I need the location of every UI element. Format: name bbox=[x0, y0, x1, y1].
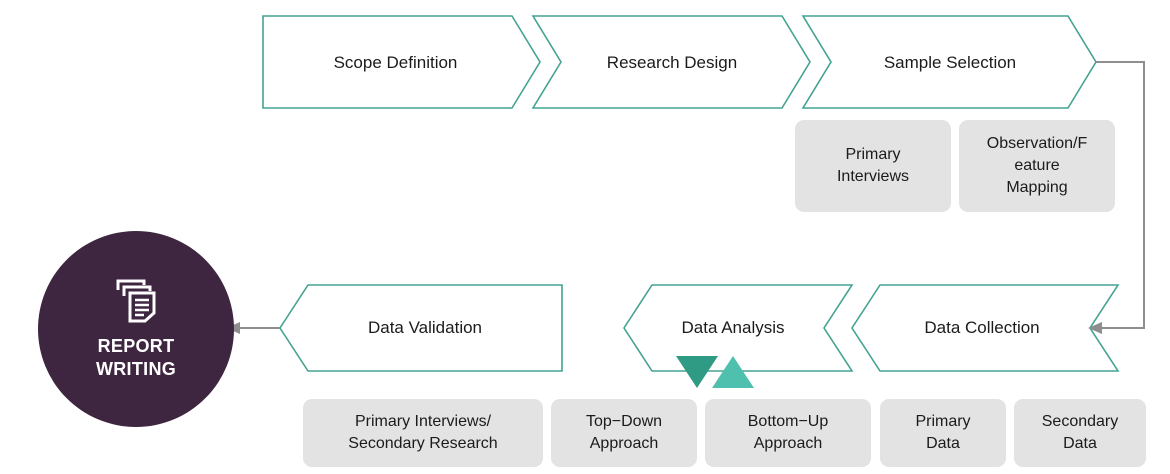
chevron-top-3[interactable] bbox=[801, 15, 1097, 109]
sub-box-line: Data bbox=[926, 435, 960, 452]
report-writing-label-line1: REPORT bbox=[97, 336, 175, 356]
documents-icon bbox=[116, 279, 156, 323]
sub-box-line: Data bbox=[1063, 435, 1097, 452]
report-writing-label: REPORT WRITING bbox=[96, 335, 176, 381]
sub-box-line: Primary bbox=[915, 413, 971, 430]
sub-box-secondary-data[interactable]: Secondary Data bbox=[1014, 399, 1146, 467]
sub-box-line: Observation/F bbox=[986, 135, 1088, 152]
sub-box-line: Approach bbox=[589, 435, 659, 452]
sub-box-primary-interviews-secondary-research[interactable]: Primary Interviews/ Secondary Research bbox=[303, 399, 543, 467]
connector-arrowhead-right bbox=[1088, 322, 1102, 334]
sub-box-line: Bottom−Up bbox=[747, 413, 829, 430]
sub-box-top-down-approach[interactable]: Top−Down Approach bbox=[551, 399, 697, 467]
sub-box-observation-feature-mapping[interactable]: Observation/F eature Mapping bbox=[959, 120, 1115, 212]
chevron-bottom-2[interactable] bbox=[623, 284, 854, 372]
sub-box-bottom-up-approach[interactable]: Bottom−Up Approach bbox=[705, 399, 871, 467]
sub-box-line: Mapping bbox=[1006, 179, 1068, 196]
chevron-bottom-1[interactable] bbox=[279, 284, 563, 372]
sub-box-line: Secondary Research bbox=[348, 435, 498, 452]
sub-box-primary-interviews[interactable]: Primary Interviews bbox=[795, 120, 951, 212]
sub-box-primary-data[interactable]: Primary Data bbox=[880, 399, 1006, 467]
chevron-top-2[interactable] bbox=[531, 15, 811, 109]
connector-top-to-bottom bbox=[1096, 61, 1145, 329]
sub-box-line: Primary bbox=[845, 146, 901, 163]
chevron-top-1[interactable] bbox=[262, 15, 541, 109]
sub-box-line: Primary Interviews/ bbox=[354, 413, 492, 430]
chevron-bottom-3[interactable] bbox=[851, 284, 1120, 372]
triangle-up-marker bbox=[712, 356, 754, 388]
report-writing-node[interactable]: REPORT WRITING bbox=[38, 231, 234, 427]
triangle-down-marker bbox=[676, 356, 718, 388]
sub-box-line: Interviews bbox=[836, 168, 910, 185]
sub-box-line: Secondary bbox=[1041, 413, 1119, 430]
sub-box-line: Approach bbox=[753, 435, 823, 452]
report-writing-label-line2: WRITING bbox=[95, 359, 177, 379]
sub-box-line: Top−Down bbox=[585, 413, 663, 430]
sub-box-line: eature bbox=[1014, 157, 1060, 174]
